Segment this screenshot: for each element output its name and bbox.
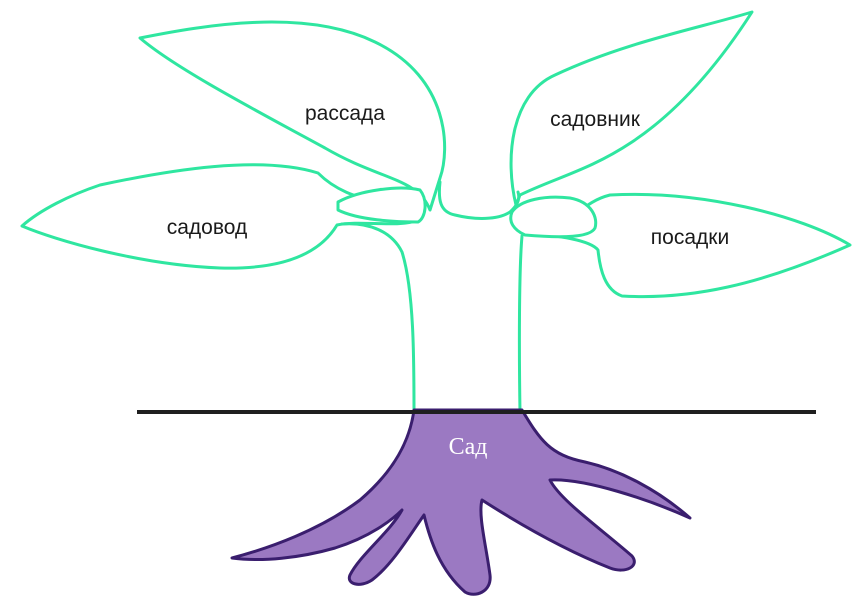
label-top-left: рассада xyxy=(305,102,385,125)
stem-top xyxy=(439,182,518,218)
trunk-right xyxy=(519,236,522,412)
label-middle-left: садовод xyxy=(167,216,248,239)
trunk-left xyxy=(342,224,414,412)
label-middle-right: посадки xyxy=(651,226,729,249)
root-word-label: Сад xyxy=(449,434,488,460)
label-top-right: садовник xyxy=(550,108,641,131)
stipule-right xyxy=(511,197,596,237)
